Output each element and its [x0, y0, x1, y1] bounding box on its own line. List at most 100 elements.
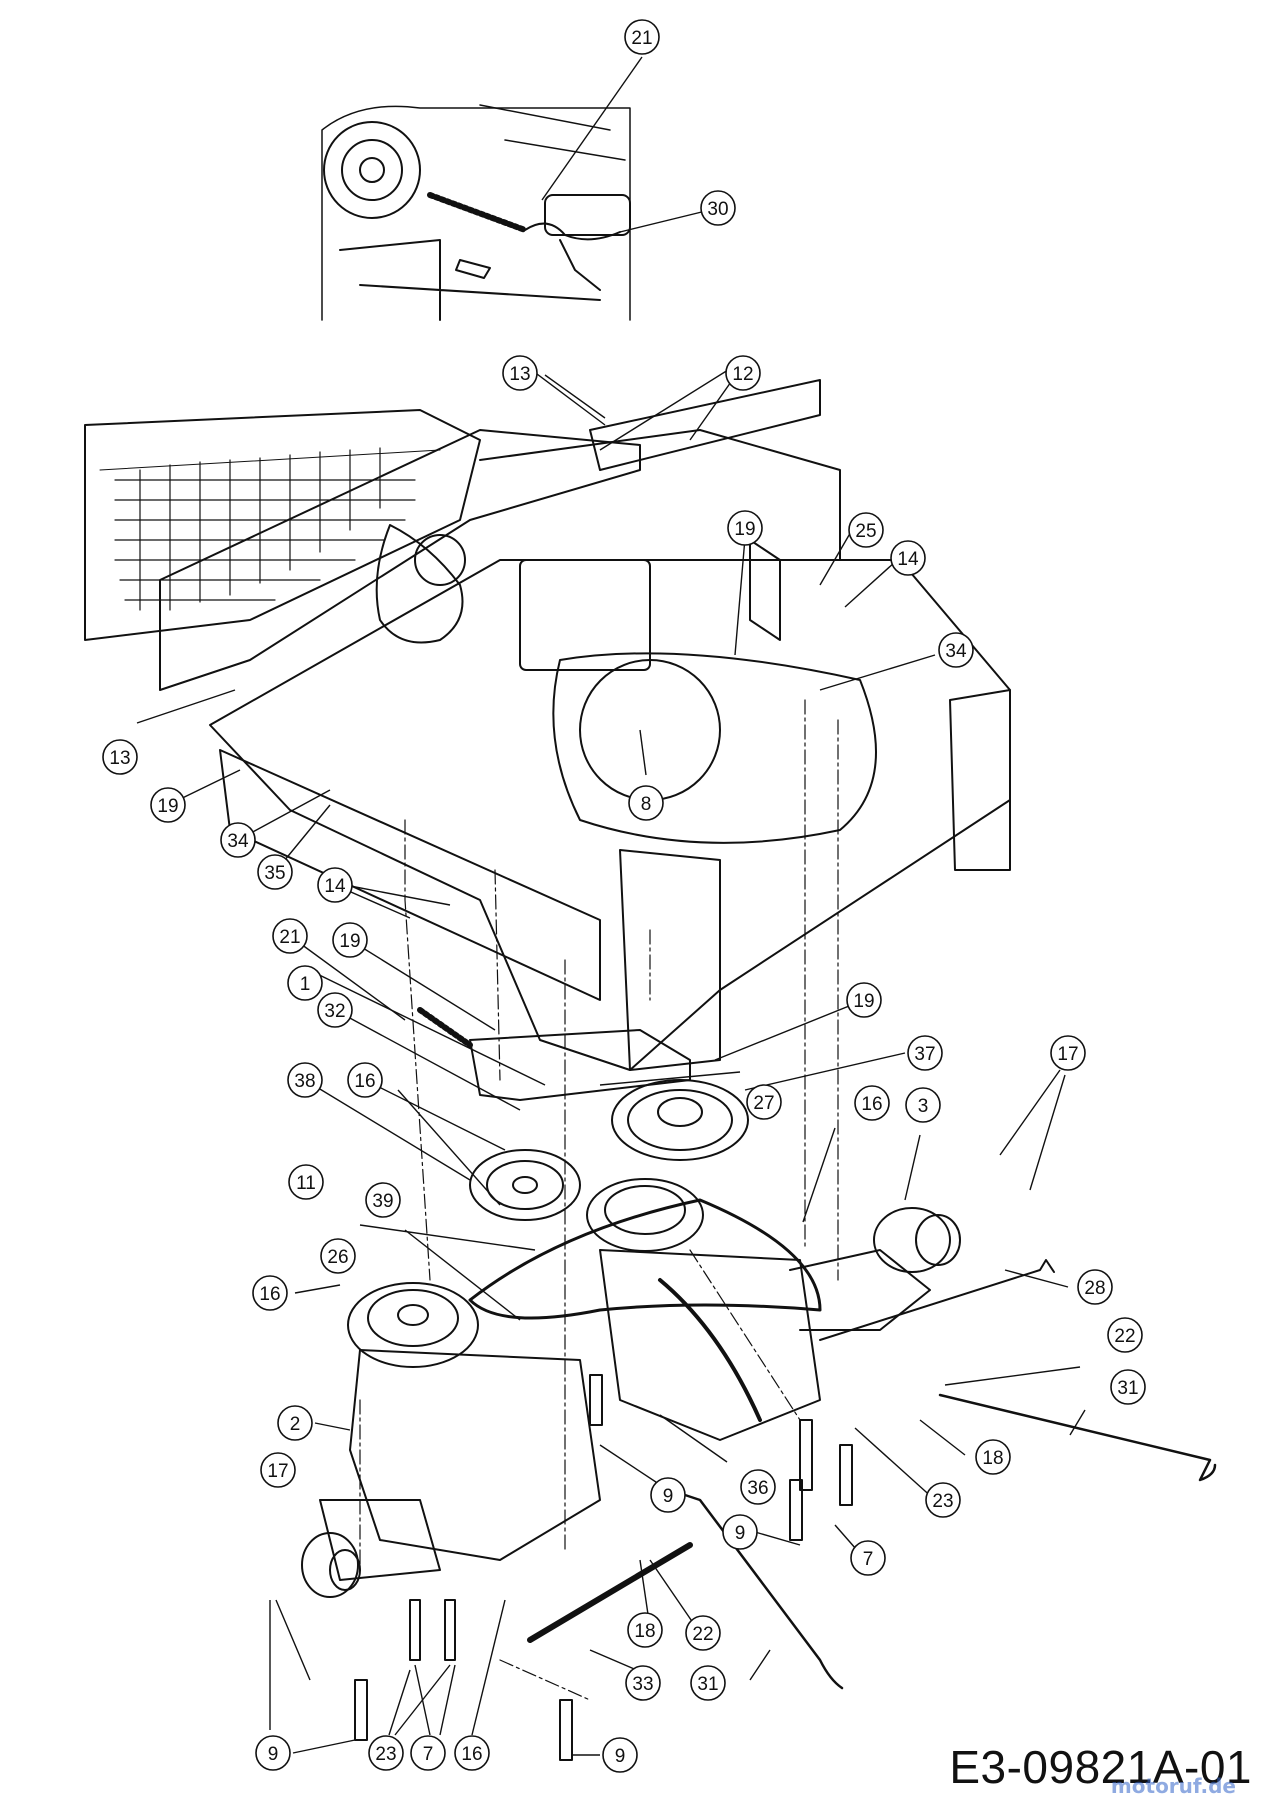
- callout-25: 25: [848, 512, 884, 548]
- callout-38: 38: [287, 1062, 323, 1098]
- callout-label: 21: [279, 927, 300, 948]
- callout-11: 11: [288, 1164, 324, 1200]
- callout-28: 28: [1077, 1269, 1113, 1305]
- callout-12: 12: [725, 355, 761, 391]
- callout-circle: [260, 1452, 296, 1488]
- callout-circle: [252, 1275, 288, 1311]
- callout-circle: [846, 982, 882, 1018]
- inset-detail: [321, 104, 631, 321]
- callout-circle: [368, 1735, 404, 1771]
- callout-circle: [454, 1735, 490, 1771]
- callout-39: 39: [365, 1182, 401, 1218]
- callout-circle: [317, 867, 353, 903]
- callout-label: 1: [300, 974, 311, 995]
- callout-label: 30: [707, 199, 728, 220]
- callout-circle: [938, 632, 974, 668]
- callout-31: 31: [690, 1665, 726, 1701]
- callout-circle: [150, 787, 186, 823]
- callout-circle: [727, 510, 763, 546]
- callout-circle: [685, 1615, 721, 1651]
- callout-9: 9: [255, 1735, 291, 1771]
- callout-1: 1: [287, 965, 323, 1001]
- callout-circle: [925, 1482, 961, 1518]
- callout-27: 27: [746, 1084, 782, 1120]
- callout-17: 17: [1050, 1035, 1086, 1071]
- callout-19: 19: [332, 922, 368, 958]
- callout-label: 13: [109, 748, 130, 769]
- callout-circle: [746, 1084, 782, 1120]
- callout-circle: [272, 918, 308, 954]
- callout-circle: [722, 1514, 758, 1550]
- callout-label: 3: [918, 1096, 929, 1117]
- callout-circle: [1077, 1269, 1113, 1305]
- callout-label: 34: [945, 641, 967, 662]
- callout-label: 22: [1114, 1326, 1135, 1347]
- callout-label: 18: [982, 1448, 1003, 1469]
- callout-label: 7: [863, 1549, 874, 1570]
- callout-label: 25: [855, 521, 876, 542]
- callout-19: 19: [727, 510, 763, 546]
- callout-circle: [1107, 1317, 1143, 1353]
- callout-circle: [848, 512, 884, 548]
- callout-label: 31: [1117, 1378, 1138, 1399]
- callout-circle: [317, 992, 353, 1028]
- callout-circle: [332, 922, 368, 958]
- callout-circle: [277, 1405, 313, 1441]
- callout-circle: [650, 1477, 686, 1513]
- callout-circle: [502, 355, 538, 391]
- callout-label: 22: [692, 1624, 713, 1645]
- callout-16: 16: [347, 1062, 383, 1098]
- callout-21: 21: [272, 918, 308, 954]
- callout-30: 30: [700, 190, 736, 226]
- callout-circle: [287, 965, 323, 1001]
- callout-label: 19: [734, 519, 755, 540]
- callout-label: 38: [294, 1071, 315, 1092]
- callout-label: 9: [735, 1523, 746, 1544]
- callout-23: 23: [925, 1482, 961, 1518]
- callout-14: 14: [890, 540, 926, 576]
- callout-16: 16: [854, 1085, 890, 1121]
- callout-23: 23: [368, 1735, 404, 1771]
- callout-circle: [255, 1735, 291, 1771]
- figure-code: E3-09821A-01: [949, 1741, 1252, 1793]
- callout-label: 21: [631, 28, 652, 49]
- callout-3: 3: [905, 1087, 941, 1123]
- callout-7: 7: [410, 1735, 446, 1771]
- callout-label: 32: [324, 1001, 345, 1022]
- callout-22: 22: [685, 1615, 721, 1651]
- callout-34: 34: [220, 822, 256, 858]
- callout-7: 7: [850, 1540, 886, 1576]
- callout-circle: [602, 1737, 638, 1773]
- callout-13: 13: [502, 355, 538, 391]
- callout-label: 39: [372, 1191, 393, 1212]
- callout-8: 8: [628, 785, 664, 821]
- callout-circle: [102, 739, 138, 775]
- callout-16: 16: [454, 1735, 490, 1771]
- callout-label: 19: [853, 991, 874, 1012]
- callout-circle: [854, 1085, 890, 1121]
- callout-label: 17: [1057, 1044, 1078, 1065]
- callout-26: 26: [320, 1238, 356, 1274]
- callout-16: 16: [252, 1275, 288, 1311]
- callout-35: 35: [257, 854, 293, 890]
- callout-label: 26: [327, 1247, 348, 1268]
- callout-label: 9: [615, 1746, 626, 1767]
- callout-circle: [725, 355, 761, 391]
- callout-label: 28: [1084, 1278, 1105, 1299]
- callout-37: 37: [907, 1035, 943, 1071]
- callout-label: 13: [509, 364, 530, 385]
- callout-31: 31: [1110, 1369, 1146, 1405]
- callout-circle: [220, 822, 256, 858]
- callout-label: 11: [296, 1173, 316, 1194]
- callout-18: 18: [975, 1439, 1011, 1475]
- callout-label: 23: [932, 1491, 953, 1512]
- callout-2: 2: [277, 1405, 313, 1441]
- callout-14: 14: [317, 867, 353, 903]
- callout-label: 18: [634, 1621, 655, 1642]
- callout-19: 19: [150, 787, 186, 823]
- drive-components: [301, 1007, 1217, 1761]
- callout-9: 9: [650, 1477, 686, 1513]
- callout-circle: [624, 19, 660, 55]
- callout-label: 14: [324, 876, 346, 897]
- callout-circle: [690, 1665, 726, 1701]
